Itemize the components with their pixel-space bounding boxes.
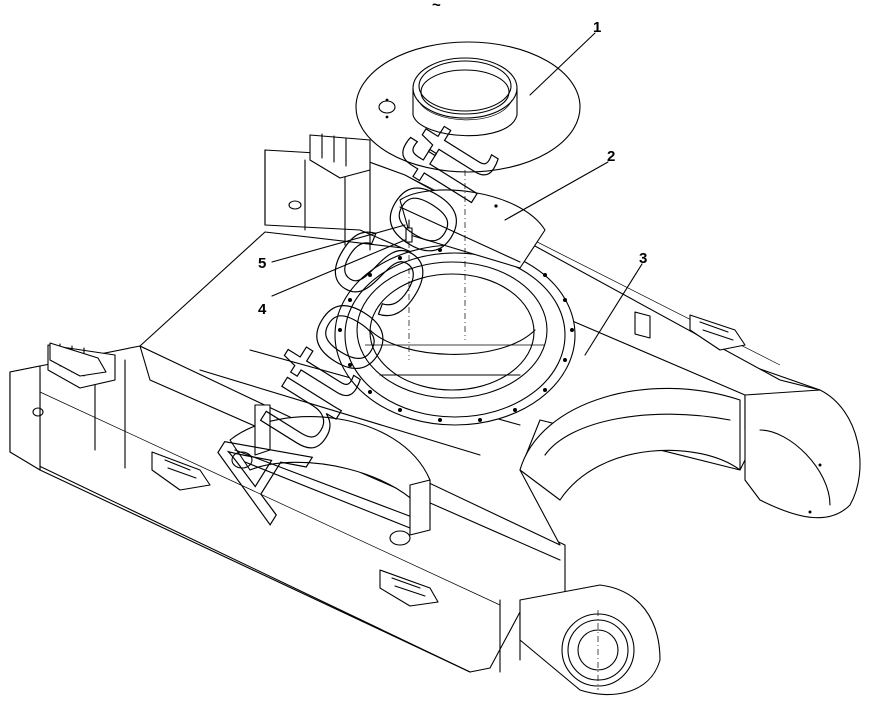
callout-2: 2 — [607, 148, 615, 165]
callout-5: 5 — [258, 255, 266, 272]
callout-3: 3 — [639, 250, 647, 267]
leader-lines — [271, 32, 643, 356]
callout-1: 1 — [593, 19, 601, 36]
slewing-ring-mount — [334, 244, 576, 426]
cover-plate — [399, 189, 546, 269]
top-mark: ~ — [432, 0, 441, 14]
seal-ring — [355, 41, 581, 173]
callout-4: 4 — [258, 301, 267, 318]
